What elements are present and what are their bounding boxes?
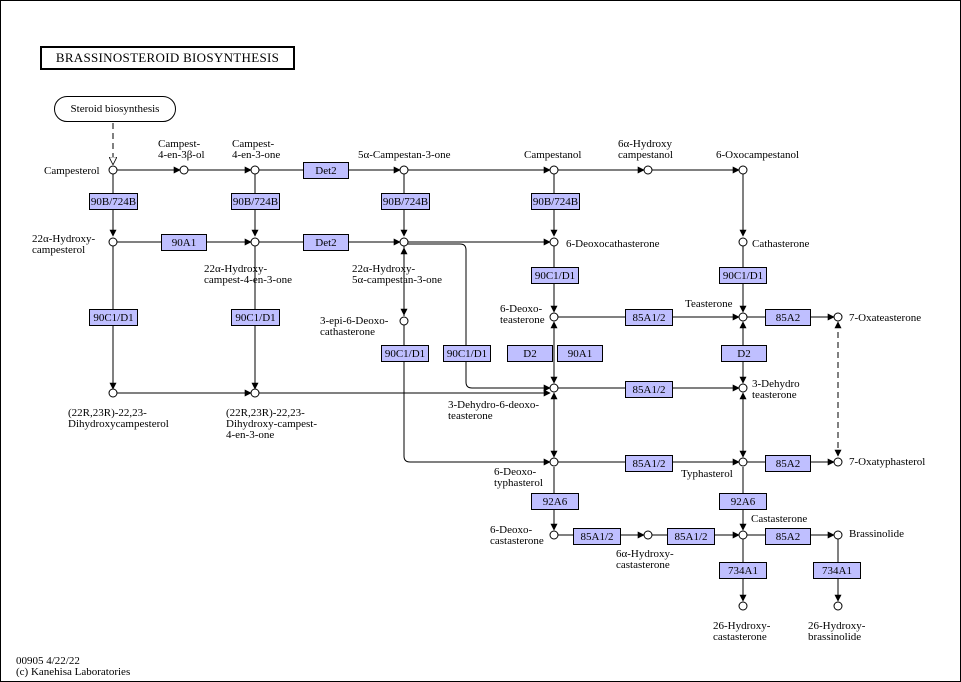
gene-90c1-d1-1[interactable]: 90C1/D1	[89, 309, 138, 326]
compound-node-22a-hydroxycampest-4-en-3-one[interactable]	[250, 237, 260, 247]
compound-node-26-hydroxycastasterone[interactable]	[738, 601, 748, 611]
gene-85a1-2-3[interactable]: 85A1/2	[625, 455, 673, 472]
map-title: BRASSINOSTEROID BIOSYNTHESIS	[40, 46, 295, 70]
compound-campestanol[interactable]: Campestanol	[524, 149, 582, 161]
copyright: (c) Kanehisa Laboratories	[16, 666, 131, 678]
gene-det2-1[interactable]: Det2	[303, 162, 349, 179]
gene-90c1-d1-2[interactable]: 90C1/D1	[231, 309, 280, 326]
compound-campest-4-en-3-one[interactable]: Campest- 4-en-3-one	[232, 138, 281, 161]
compound-node-teasterone[interactable]	[738, 312, 748, 322]
compound-node-campest-4-en-3-one[interactable]	[250, 165, 260, 175]
gene-734a1-2[interactable]: 734A1	[813, 562, 861, 579]
compound-node-6-deoxotyphasterol[interactable]	[549, 457, 559, 467]
compound-7-oxateasterone[interactable]: 7-Oxateasterone	[849, 312, 922, 324]
compound-22a-hydroxycampesterol[interactable]: 22α-Hydroxy- campesterol	[32, 233, 96, 256]
gene-85a1-2-1[interactable]: 85A1/2	[625, 309, 673, 326]
compound-6-deoxocathasterone[interactable]: 6-Deoxocathasterone	[566, 238, 660, 250]
compound-cathasterone[interactable]: Cathasterone	[752, 238, 810, 250]
gene-d2-2[interactable]: D2	[721, 345, 767, 362]
compound-node-campestanol[interactable]	[549, 165, 559, 175]
compound-node-22a-hydroxycampesterol[interactable]	[108, 237, 118, 247]
compound-22a-hydroxy-5a-campestan-3-one[interactable]: 22α-Hydroxy- 5α-campestan-3-one	[352, 263, 443, 286]
compound-7-oxatyphasterol[interactable]: 7-Oxatyphasterol	[849, 456, 926, 468]
gene-85a1-2-4[interactable]: 85A1/2	[573, 528, 621, 545]
gene-90c1-d1-5[interactable]: 90C1/D1	[381, 345, 429, 362]
reaction-edge	[404, 243, 551, 392]
compound-node-6a-hydroxycampestanol[interactable]	[643, 165, 653, 175]
compound-node-campesterol[interactable]	[108, 165, 118, 175]
compound-node-3-dehydro-6-deoxoteasterone[interactable]	[549, 383, 559, 393]
compound-node-castasterone[interactable]	[738, 530, 748, 540]
gene-90b-724b-2[interactable]: 90B/724B	[231, 193, 280, 210]
gene-85a2-1[interactable]: 85A2	[765, 309, 811, 326]
compound-castasterone[interactable]: Castasterone	[751, 513, 808, 525]
compound-22r23r-dihydroxycampest-4-en-3-one[interactable]: (22R,23R)-22,23- Dihydroxy-campest- 4-en…	[226, 407, 318, 441]
compound-brassinolide[interactable]: Brassinolide	[849, 528, 904, 540]
compound-node-brassinolide[interactable]	[833, 530, 843, 540]
compound-node-22r23r-dihydroxycampesterol[interactable]	[108, 388, 118, 398]
compound-node-22a-hydroxy-5a-campestan-3-one[interactable]	[399, 237, 409, 247]
gene-90c1-d1-4[interactable]: 90C1/D1	[719, 267, 767, 284]
compound-campest-4-en-3b-ol[interactable]: Campest- 4-en-3β-ol	[158, 138, 205, 161]
gene-85a2-3[interactable]: 85A2	[765, 528, 811, 545]
compound-node-3-epi-6-deoxocathasterone[interactable]	[399, 316, 409, 326]
compound-6-deoxotyphasterol[interactable]: 6-Deoxo- typhasterol	[494, 466, 543, 489]
compound-node-6-deoxocathasterone[interactable]	[549, 237, 559, 247]
compound-node-6-deoxocastasterone[interactable]	[549, 530, 559, 540]
gene-92a6-2[interactable]: 92A6	[719, 493, 767, 510]
compound-node-22r23r-dihydroxycampest-4-en-3-one[interactable]	[250, 388, 260, 398]
compound-6-deoxoteasterone[interactable]: 6-Deoxo- teasterone	[500, 303, 545, 326]
gene-85a1-2-2[interactable]: 85A1/2	[625, 381, 673, 398]
compound-typhasterol[interactable]: Typhasterol	[681, 468, 733, 480]
compound-node-cathasterone[interactable]	[738, 237, 748, 247]
gene-90b-724b-3[interactable]: 90B/724B	[381, 193, 430, 210]
gene-det2-2[interactable]: Det2	[303, 234, 349, 251]
gene-734a1-1[interactable]: 734A1	[719, 562, 767, 579]
gene-85a2-2[interactable]: 85A2	[765, 455, 811, 472]
compound-6a-hydroxycastasterone[interactable]: 6α-Hydroxy- castasterone	[616, 548, 674, 571]
compound-26-hydroxycastasterone[interactable]: 26-Hydroxy- castasterone	[713, 620, 771, 643]
gene-90c1-d1-6[interactable]: 90C1/D1	[443, 345, 491, 362]
gene-90c1-d1-3[interactable]: 90C1/D1	[531, 267, 579, 284]
gene-92a6-1[interactable]: 92A6	[531, 493, 579, 510]
compound-6-oxocampestanol[interactable]: 6-Oxocampestanol	[716, 149, 800, 161]
gene-90a1-1[interactable]: 90A1	[161, 234, 207, 251]
compound-26-hydroxybrassinolide[interactable]: 26-Hydroxy- brassinolide	[808, 620, 866, 643]
steroid-biosynthesis-link[interactable]: Steroid biosynthesis	[54, 96, 176, 122]
compound-node-6-oxocampestanol[interactable]	[738, 165, 748, 175]
compound-node-26-hydroxybrassinolide[interactable]	[833, 601, 843, 611]
gene-90b-724b-4[interactable]: 90B/724B	[531, 193, 580, 210]
compound-node-6a-hydroxycastasterone[interactable]	[643, 530, 653, 540]
compound-node-6-deoxoteasterone[interactable]	[549, 312, 559, 322]
compound-node-typhasterol[interactable]	[738, 457, 748, 467]
compound-22a-hydroxycampest-4-en-3-one[interactable]: 22α-Hydroxy- campest-4-en-3-one	[204, 263, 292, 286]
compound-node-campest-4-en-3b-ol[interactable]	[179, 165, 189, 175]
compound-3-dehydro-6-deoxoteasterone[interactable]: 3-Dehydro-6-deoxo- teasterone	[448, 399, 540, 422]
gene-90b-724b-1[interactable]: 90B/724B	[89, 193, 138, 210]
compound-node-3-dehydroteasterone[interactable]	[738, 383, 748, 393]
compound-6-deoxocastasterone[interactable]: 6-Deoxo- castasterone	[490, 524, 544, 547]
gene-d2-1[interactable]: D2	[507, 345, 553, 362]
compound-node-7-oxatyphasterol[interactable]	[833, 457, 843, 467]
compound-campesterol[interactable]: Campesterol	[44, 165, 100, 177]
compound-5a-campestan-3-one[interactable]: 5α-Campestan-3-one	[358, 149, 451, 161]
compound-node-5a-campestan-3-one[interactable]	[399, 165, 409, 175]
gene-85a1-2-5[interactable]: 85A1/2	[667, 528, 715, 545]
compound-3-epi-6-deoxocathasterone[interactable]: 3-epi-6-Deoxo- cathasterone	[320, 315, 389, 338]
reaction-edge	[403, 321, 551, 466]
compound-node-7-oxateasterone[interactable]	[833, 312, 843, 322]
compound-teasterone[interactable]: Teasterone	[685, 298, 733, 310]
compound-22r23r-dihydroxycampesterol[interactable]: (22R,23R)-22,23- Dihydroxycampesterol	[68, 407, 169, 430]
compound-6a-hydroxycampestanol[interactable]: 6α-Hydroxy campestanol	[618, 138, 673, 161]
compound-3-dehydroteasterone[interactable]: 3-Dehydro teasterone	[752, 378, 800, 401]
map-id: 00905 4/22/22	[16, 655, 80, 667]
gene-90a1-2[interactable]: 90A1	[557, 345, 603, 362]
